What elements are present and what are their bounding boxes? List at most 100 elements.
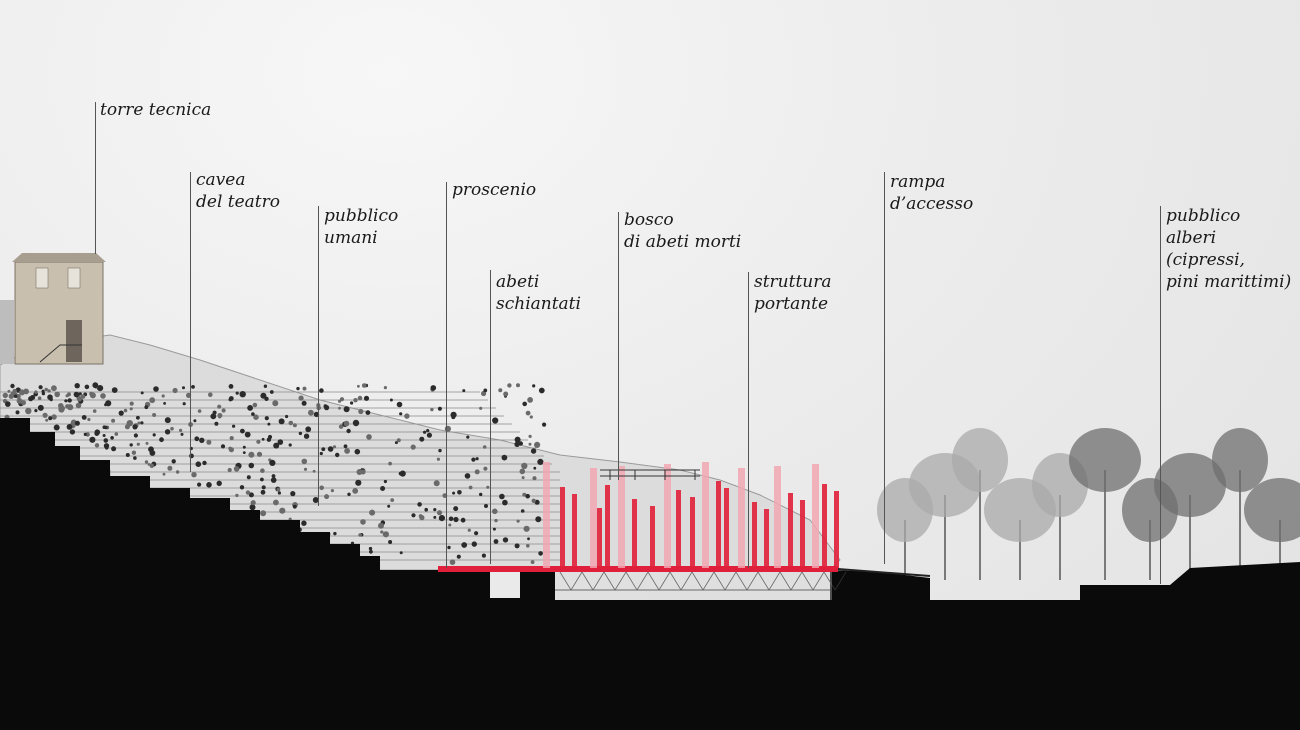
audience-figure <box>132 424 138 430</box>
audience-figure <box>94 429 101 436</box>
audience-figure <box>152 433 156 437</box>
audience-figure <box>180 432 184 436</box>
audience-figure <box>464 473 471 479</box>
audience-figure <box>442 493 448 498</box>
audience-figure <box>538 551 543 556</box>
audience-figure <box>271 474 276 478</box>
fir-pole <box>724 488 729 568</box>
audience-figure <box>144 405 149 410</box>
audience-figure <box>471 541 477 547</box>
audience-figure <box>23 388 29 395</box>
audience-figure <box>149 450 156 456</box>
audience-figure <box>399 412 403 416</box>
audience-figure <box>264 416 269 421</box>
audience-figure <box>343 444 348 449</box>
leader-rampa <box>884 172 885 564</box>
audience-figure <box>208 392 213 398</box>
audience-figure <box>272 400 279 407</box>
audience-figure <box>186 392 192 398</box>
audience-figure <box>483 466 488 471</box>
audience-figure <box>448 516 454 522</box>
audience-figure <box>338 424 344 429</box>
audience-figure <box>66 424 73 430</box>
audience-figure <box>380 486 386 491</box>
truss-diagonal <box>779 571 792 591</box>
audience-figure <box>75 402 82 409</box>
audience-figure <box>164 417 171 424</box>
audience-figure <box>430 385 437 391</box>
audience-figure <box>228 397 233 402</box>
audience-figure <box>133 433 138 438</box>
audience-figure <box>111 387 118 393</box>
audience-figure <box>394 441 398 445</box>
audience-figure <box>239 485 245 490</box>
audience-figure <box>242 445 246 449</box>
audience-figure <box>100 393 106 399</box>
audience-figure <box>356 469 363 475</box>
audience-figure <box>197 482 202 487</box>
audience-figure <box>542 422 547 427</box>
audience-figure <box>85 432 90 437</box>
audience-figure <box>51 414 57 420</box>
audience-figure <box>532 476 537 481</box>
fir-pole <box>764 509 769 568</box>
audience-figure <box>343 406 350 413</box>
audience-figure <box>47 389 51 393</box>
fir-pole <box>822 484 827 568</box>
technical-tower <box>0 253 106 365</box>
audience-figure <box>288 443 292 447</box>
fir-pole <box>650 506 655 568</box>
audience-figure <box>486 485 490 489</box>
audience-figure <box>67 398 72 403</box>
audience-figure <box>179 428 183 432</box>
audience-figure <box>449 559 456 565</box>
fir-pole <box>676 490 681 568</box>
audience-figure <box>467 528 471 532</box>
access-ramp <box>837 568 931 577</box>
audience-figure <box>457 490 462 495</box>
audience-figure <box>38 385 43 390</box>
truss-diagonal <box>680 571 693 591</box>
audience-figure <box>368 546 373 551</box>
truss-diagonal <box>603 571 616 591</box>
truss-diagonal <box>669 571 682 591</box>
audience-figure <box>514 543 520 549</box>
audience-figure <box>423 430 427 434</box>
audience-figure <box>12 388 17 394</box>
truss-diagonal <box>713 571 726 591</box>
audience-figure <box>360 469 366 475</box>
audience-figure <box>358 533 362 537</box>
audience-figure <box>16 394 21 399</box>
audience-figure <box>214 421 219 426</box>
audience-figure <box>162 472 166 476</box>
tree-canopy <box>1154 453 1226 517</box>
audience-figure <box>396 438 401 443</box>
audience-figure <box>253 414 259 421</box>
audience-figure <box>354 448 361 455</box>
support-truss <box>555 571 847 600</box>
audience-figure <box>277 439 284 445</box>
fir-pole <box>560 487 565 568</box>
audience-figure <box>233 466 240 472</box>
audience-figure <box>333 531 337 536</box>
audience-figure <box>34 390 38 394</box>
audience-figure <box>475 457 479 461</box>
audience-figure <box>353 398 358 403</box>
audience-figure <box>199 437 205 443</box>
audience-figure <box>514 436 521 443</box>
audience-figure <box>161 394 165 398</box>
label-proscenio: proscenio <box>452 180 537 200</box>
audience-figure <box>65 394 69 398</box>
audience-figure <box>305 426 312 433</box>
audience-figure <box>104 425 108 430</box>
audience-figure <box>269 459 276 466</box>
audience-figure <box>410 444 416 450</box>
audience-figure <box>330 489 334 493</box>
audience-figure <box>319 451 323 456</box>
audience-figure <box>335 452 340 458</box>
audience-figure <box>494 518 498 523</box>
truss-diagonal <box>757 571 770 591</box>
